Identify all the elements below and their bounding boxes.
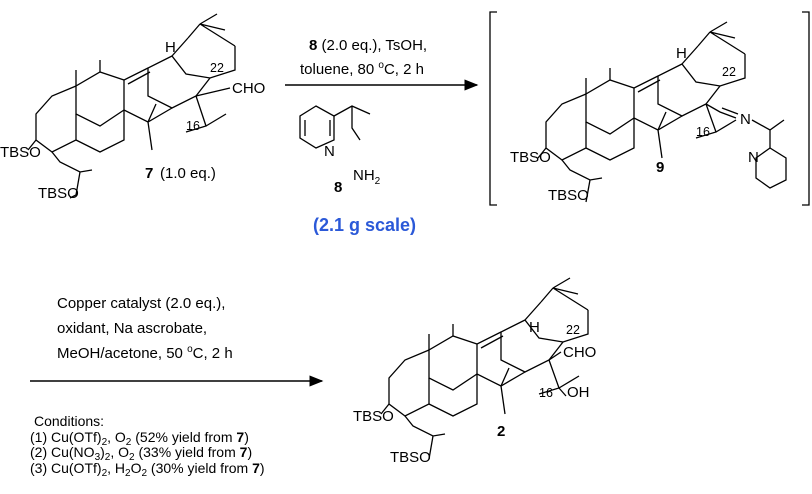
compound-2-structure — [380, 277, 589, 460]
conditions-list: Conditions: (1) Cu(OTf)2, O2 (52% yield … — [30, 413, 265, 479]
cho-label-7: CHO — [232, 80, 265, 97]
condition-item-2: (2) Cu(NO3)2, O2 (33% yield from 7) — [30, 444, 253, 464]
n-label-9a: N — [740, 111, 751, 128]
tbso-label-7a: TBSO — [0, 144, 41, 161]
n-label-8: N — [324, 143, 335, 160]
conditions-heading: Conditions: — [34, 413, 105, 429]
compound-9-number: 9 — [656, 159, 664, 176]
compound-7-equiv: (1.0 eq.) — [160, 165, 216, 182]
step1-reagent-line2: toluene, 80 oC, 2 h — [300, 60, 424, 78]
compound-2-number: 2 — [497, 423, 505, 440]
h-label-7: H — [165, 39, 176, 56]
position-22-label-2: 22 — [566, 323, 580, 337]
bracket-right — [802, 11, 810, 206]
condition-item-1: (1) Cu(OTf)2, O2 (52% yield from 7) — [30, 428, 249, 448]
step2-reagent-line3: MeOH/acetone, 50 oC, 2 h — [57, 344, 233, 363]
tbso-label-9a: TBSO — [510, 149, 551, 166]
position-16-label-9: 16 — [696, 125, 710, 139]
step2-reagent-line2: oxidant, Na ascrobate, — [57, 320, 208, 337]
scale-note: (2.1 g scale) — [313, 215, 417, 235]
step2-reagent-line1: Copper catalyst (2.0 eq.), — [57, 295, 226, 312]
h-label-2: H — [529, 319, 540, 336]
compound-9-structure — [537, 21, 787, 203]
nh2-label-8: NH2 — [353, 167, 381, 187]
tbso-label-2a: TBSO — [353, 408, 394, 425]
compound-8-number: 8 — [334, 179, 342, 196]
n-label-9b: N — [748, 149, 759, 166]
tbso-label-2b: TBSO — [390, 449, 431, 466]
position-22-label-9: 22 — [722, 65, 736, 79]
tbso-label-9b: TBSO — [548, 187, 589, 204]
step1-reagent-line1: 8 (2.0 eq.), TsOH, — [309, 37, 427, 54]
compound-8-structure — [299, 105, 371, 149]
condition-item-3: (3) Cu(OTf)2, H2O2 (30% yield from 7) — [30, 459, 265, 479]
position-16-label-2: 16 — [539, 386, 553, 400]
position-22-label-7: 22 — [210, 61, 224, 75]
cho-label-2: CHO — [563, 344, 596, 361]
compound-7-number: 7 — [145, 165, 153, 182]
compound-7-structure — [27, 13, 236, 199]
h-label-9: H — [676, 45, 687, 62]
bracket-left — [489, 11, 497, 206]
tbso-label-7b: TBSO — [38, 185, 79, 202]
oh-label-2: OH — [567, 384, 590, 401]
position-16-label-7: 16 — [186, 119, 200, 133]
